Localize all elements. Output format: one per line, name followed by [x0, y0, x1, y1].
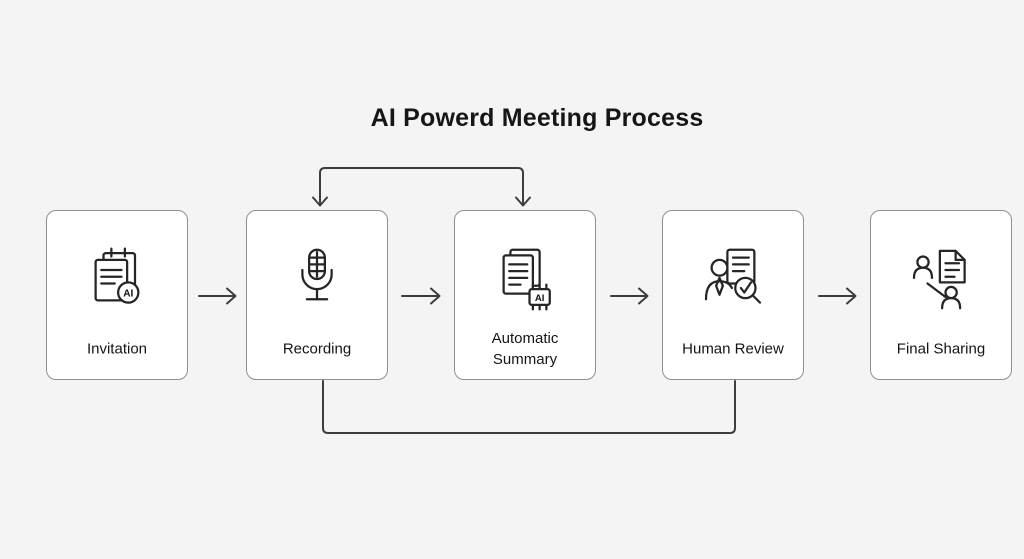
calendar-ai-icon: AI: [79, 241, 155, 317]
step-box-invitation: AI Invitation: [46, 210, 188, 380]
top-connector-line: [319, 167, 524, 206]
step-box-automatic-summary: AI Automatic Summary: [454, 210, 596, 380]
arrow-3-head: [638, 287, 649, 305]
step-label-automatic-summary: Automatic Summary: [491, 330, 559, 368]
invitation-ai-badge-text: AI: [123, 288, 133, 299]
step-label-final-sharing: Final Sharing: [896, 340, 986, 358]
documents-ai-chip-icon: AI: [487, 241, 563, 317]
step-box-final-sharing: Final Sharing: [870, 210, 1012, 380]
document-people-share-icon: [903, 241, 979, 317]
summary-ai-chip-text: AI: [535, 293, 545, 304]
step-label-invitation: Invitation: [86, 340, 148, 358]
person-magnifier-check-icon: [695, 241, 771, 317]
arrow-1-head: [226, 287, 237, 305]
step-box-human-review: Human Review: [662, 210, 804, 380]
step-box-recording: Recording: [246, 210, 388, 380]
diagram-title: AI Powerd Meeting Process: [370, 104, 704, 132]
step-label-human-review: Human Review: [682, 340, 784, 358]
arrow-2-head: [430, 287, 441, 305]
top-connector-arrowhead-left: [312, 196, 328, 207]
microphone-icon: [279, 241, 355, 317]
bottom-connector-line: [322, 380, 736, 434]
step-label-recording: Recording: [282, 340, 352, 358]
top-connector-arrowhead-right: [515, 196, 531, 207]
arrow-4-head: [846, 287, 857, 305]
